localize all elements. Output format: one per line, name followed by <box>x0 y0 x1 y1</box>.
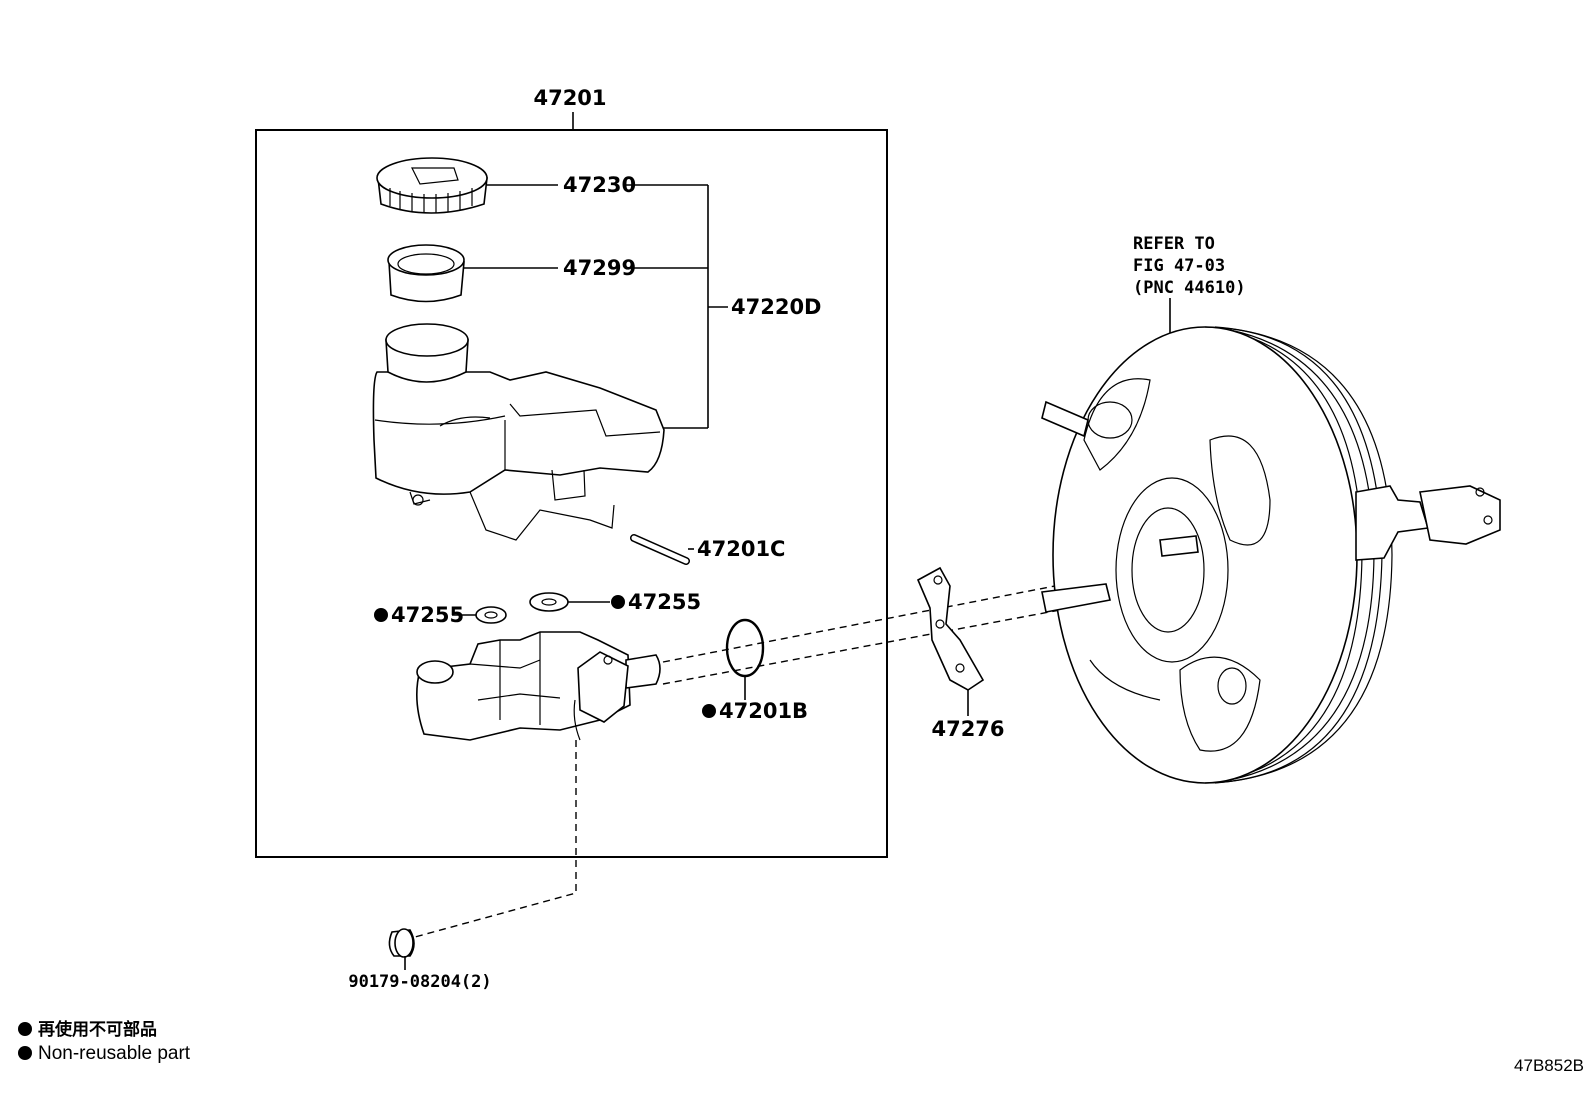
assembly-frame <box>255 129 888 858</box>
label-47201C[interactable]: 47201C <box>697 537 785 561</box>
label-47230[interactable]: 47230 <box>563 173 636 197</box>
legend-japanese: 再使用不可部品 <box>18 1019 157 1041</box>
legend-marker-icon <box>18 1046 32 1060</box>
legend-marker-icon <box>18 1022 32 1036</box>
label-47276[interactable]: 47276 <box>931 717 1004 741</box>
reservoir-tank-drawing <box>372 323 665 541</box>
assembly-label[interactable]: 47201 <box>533 86 606 110</box>
grommet-left-drawing <box>475 606 507 624</box>
label-47201B[interactable]: 47201B <box>719 699 808 723</box>
master-cylinder-drawing <box>416 631 661 741</box>
booster-reference-line2[interactable]: FIG 47-03 <box>1133 256 1225 276</box>
grommet-right-drawing <box>529 592 569 612</box>
label-47255-left[interactable]: 47255 <box>391 603 464 627</box>
brake-booster-drawing <box>1041 326 1501 784</box>
reservoir-cap-drawing <box>376 157 488 214</box>
oring-drawing <box>725 618 765 678</box>
figure-code: 47B852B <box>1514 1056 1584 1075</box>
non-reusable-marker <box>611 595 625 609</box>
label-47220D[interactable]: 47220D <box>731 295 822 319</box>
label-47299[interactable]: 47299 <box>563 256 636 280</box>
non-reusable-marker <box>702 704 716 718</box>
strainer-drawing <box>387 244 465 303</box>
gasket-drawing <box>916 566 985 691</box>
plug-drawing <box>388 928 415 958</box>
legend-english: Non-reusable part <box>18 1043 190 1065</box>
booster-reference-line3[interactable]: (PNC 44610) <box>1133 278 1246 298</box>
non-reusable-marker <box>374 608 388 622</box>
label-plug[interactable]: 90179-08204(2) <box>348 972 491 992</box>
label-47255-right[interactable]: 47255 <box>628 590 701 614</box>
booster-reference-line1[interactable]: REFER TO <box>1133 234 1215 254</box>
